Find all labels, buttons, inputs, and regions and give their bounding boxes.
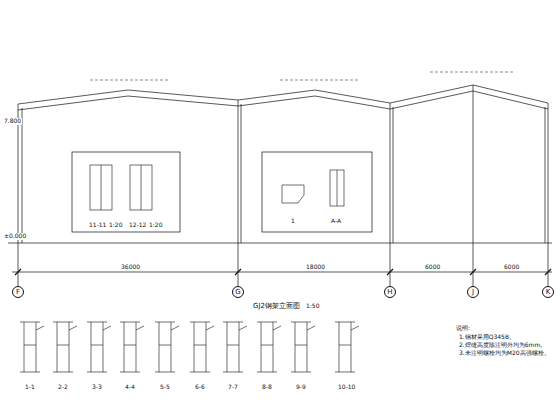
axis-letter: H bbox=[387, 289, 392, 296]
section-stroke bbox=[257, 322, 277, 323]
section-stroke bbox=[239, 326, 247, 330]
section-stroke bbox=[124, 322, 125, 372]
section-stroke bbox=[339, 345, 351, 346]
section-stroke bbox=[273, 326, 281, 330]
scale-label: 1:20 bbox=[148, 222, 163, 229]
section-stroke bbox=[155, 322, 175, 323]
section-label: 1-1 bbox=[24, 384, 36, 391]
section-stroke bbox=[91, 322, 92, 372]
section-label: 2-2 bbox=[57, 384, 69, 391]
scale-label: 1:20 bbox=[108, 222, 123, 229]
note-heading: 说明: bbox=[455, 325, 471, 332]
section-label: 12-12 bbox=[128, 222, 147, 229]
elevation-mark: ±0.000 bbox=[3, 233, 27, 240]
axis-bubble: G bbox=[232, 286, 244, 298]
section-stroke bbox=[190, 372, 210, 373]
section-stroke bbox=[120, 372, 140, 373]
dimension: 6000 bbox=[424, 264, 441, 271]
section-stroke bbox=[295, 322, 296, 372]
section-label: 8-8 bbox=[261, 384, 273, 391]
section-label: A-A bbox=[330, 218, 342, 225]
section-stroke bbox=[227, 345, 239, 346]
section-stroke bbox=[190, 322, 210, 323]
dimension: 36000 bbox=[120, 264, 141, 271]
detail-number: 1 bbox=[290, 218, 296, 225]
axis-letter: J bbox=[472, 289, 474, 296]
dimension: 18000 bbox=[305, 264, 326, 271]
section-stroke bbox=[206, 326, 214, 330]
section-stroke bbox=[261, 322, 262, 372]
section-stroke bbox=[136, 326, 144, 330]
section-stroke bbox=[335, 372, 355, 373]
section-stroke bbox=[53, 372, 73, 373]
section-label: 9-9 bbox=[295, 384, 307, 391]
section-stroke bbox=[57, 345, 69, 346]
section-stroke bbox=[194, 322, 195, 372]
section-stroke bbox=[307, 326, 315, 330]
section-stroke bbox=[295, 345, 307, 346]
section-stroke bbox=[257, 372, 277, 373]
section-label: 11-11 bbox=[88, 222, 107, 229]
note-line: 2.焊缝高度除注明外均为6mm。 bbox=[458, 342, 547, 349]
axis-bubble: J bbox=[467, 286, 479, 298]
section-stroke bbox=[291, 322, 311, 323]
section-stroke bbox=[57, 322, 58, 372]
section-stroke bbox=[124, 345, 136, 346]
section-stroke bbox=[69, 326, 77, 330]
section-stroke bbox=[227, 322, 228, 372]
axis-bubble: F bbox=[12, 286, 24, 298]
section-stroke bbox=[91, 345, 103, 346]
elevation-mark: 7.800 bbox=[3, 118, 22, 125]
section-label: 5-5 bbox=[159, 384, 171, 391]
axis-letter: F bbox=[16, 289, 20, 296]
axis-bubble: K bbox=[542, 286, 554, 298]
section-stroke bbox=[223, 322, 243, 323]
section-stroke bbox=[261, 345, 273, 346]
section-stroke bbox=[53, 322, 73, 323]
section-stroke bbox=[24, 345, 36, 346]
section-label: 3-3 bbox=[91, 384, 103, 391]
section-label: 7-7 bbox=[227, 384, 239, 391]
section-stroke bbox=[36, 326, 44, 330]
section-stroke bbox=[159, 322, 160, 372]
section-label: 4-4 bbox=[124, 384, 136, 391]
section-stroke bbox=[155, 372, 175, 373]
scale-label: 1:50 bbox=[305, 303, 320, 310]
dimension: 6000 bbox=[503, 264, 520, 271]
section-stroke bbox=[339, 322, 340, 372]
section-stroke bbox=[87, 372, 107, 373]
section-stroke bbox=[103, 326, 111, 330]
section-stroke bbox=[24, 322, 25, 372]
section-stroke bbox=[351, 326, 359, 330]
section-label: 10-10 bbox=[337, 384, 356, 391]
section-stroke bbox=[20, 372, 40, 373]
section-stroke bbox=[223, 372, 243, 373]
section-stroke bbox=[291, 372, 311, 373]
section-stroke bbox=[120, 322, 140, 323]
section-stroke bbox=[171, 326, 179, 330]
note-line: 3.未注明螺栓均为M20高强螺栓。 bbox=[458, 350, 551, 357]
section-stroke bbox=[20, 322, 40, 323]
section-stroke bbox=[194, 345, 206, 346]
section-stroke bbox=[87, 322, 107, 323]
axis-letter: K bbox=[546, 289, 551, 296]
axis-letter: G bbox=[235, 289, 240, 296]
section-label: 6-6 bbox=[194, 384, 206, 391]
section-stroke bbox=[335, 322, 355, 323]
section-stroke bbox=[159, 345, 171, 346]
note-line: 1.钢材采用Q345B。 bbox=[458, 334, 516, 341]
axis-bubble: H bbox=[384, 286, 396, 298]
drawing-caption: GJ2钢架立面图 bbox=[252, 303, 301, 311]
